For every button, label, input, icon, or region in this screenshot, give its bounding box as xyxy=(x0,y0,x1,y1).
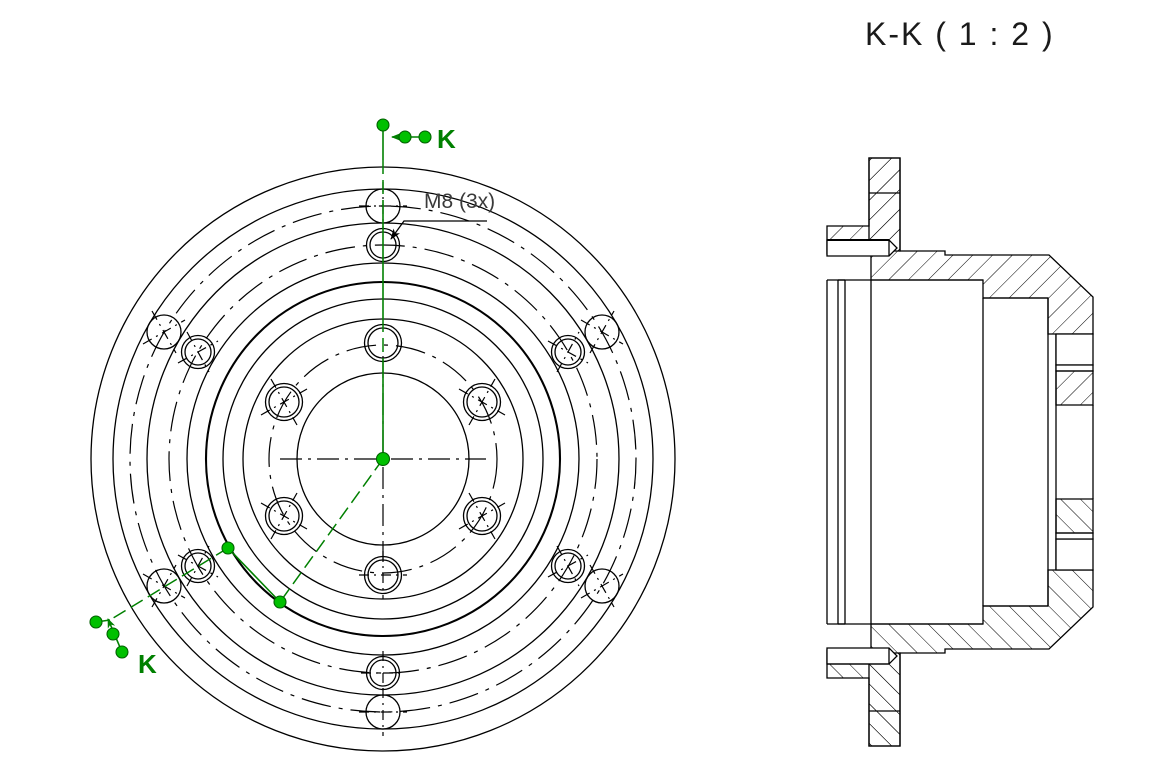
m8-threaded-hole xyxy=(547,331,589,373)
outer-bolt-hole xyxy=(580,310,624,354)
section-dot xyxy=(89,615,103,629)
inner-bolt-hole xyxy=(458,378,506,426)
m8-threaded-hole xyxy=(547,545,589,587)
groove-bottom-upper xyxy=(1055,538,1094,571)
m8-threaded-hole xyxy=(177,331,219,373)
keyway-slot-top xyxy=(826,239,898,257)
section-label-k-top: K xyxy=(437,124,456,154)
groove-bottom-divider xyxy=(1055,532,1094,540)
section-cut-jog xyxy=(227,547,281,603)
inner-bolt-hole xyxy=(260,492,308,540)
section-cut-diagonal-inner xyxy=(279,458,384,603)
inner-bolt-hole xyxy=(458,492,506,540)
groove-top-upper xyxy=(1055,333,1094,366)
groove-top-lower-hatched xyxy=(1055,370,1094,406)
outer-bolt-hole xyxy=(359,688,407,736)
m8-leader-line xyxy=(390,220,487,240)
section-dot xyxy=(221,541,235,555)
section-dot xyxy=(418,130,432,144)
m8-threaded-hole xyxy=(177,545,219,587)
section-dot xyxy=(106,627,120,641)
section-view-kk xyxy=(826,157,1094,747)
outer-bolt-hole xyxy=(142,310,186,354)
section-view-bottom-half xyxy=(826,452,1094,747)
view-title: K-K ( 1 : 2 ) xyxy=(865,16,1055,52)
section-dot xyxy=(376,118,390,132)
section-dot xyxy=(273,595,287,609)
inner-bolt-hole xyxy=(260,378,308,426)
m8-threaded-holes xyxy=(177,227,589,695)
center-point-dot xyxy=(375,451,391,467)
outer-bolt-hole xyxy=(142,564,186,608)
groove-top-divider xyxy=(1055,364,1094,372)
inner-bolt-hole xyxy=(359,551,407,599)
section-cut-diagonal-outer xyxy=(109,547,229,621)
outer-bolt-hole xyxy=(580,564,624,608)
section-label-k-bottom: K xyxy=(138,649,157,679)
m8-callout: M8 (3x) xyxy=(390,190,495,240)
section-dot xyxy=(115,645,129,659)
m8-threaded-hole xyxy=(361,651,405,695)
groove-bottom-lower-hatched xyxy=(1055,498,1094,534)
section-marker-k-bottom: K xyxy=(89,541,287,679)
keyway-slot-bottom xyxy=(826,647,898,665)
section-dot xyxy=(398,130,412,144)
section-line-kk: K K xyxy=(89,118,456,679)
m8-callout-text: M8 (3x) xyxy=(424,190,495,213)
section-marker-k-top: K xyxy=(376,118,456,154)
